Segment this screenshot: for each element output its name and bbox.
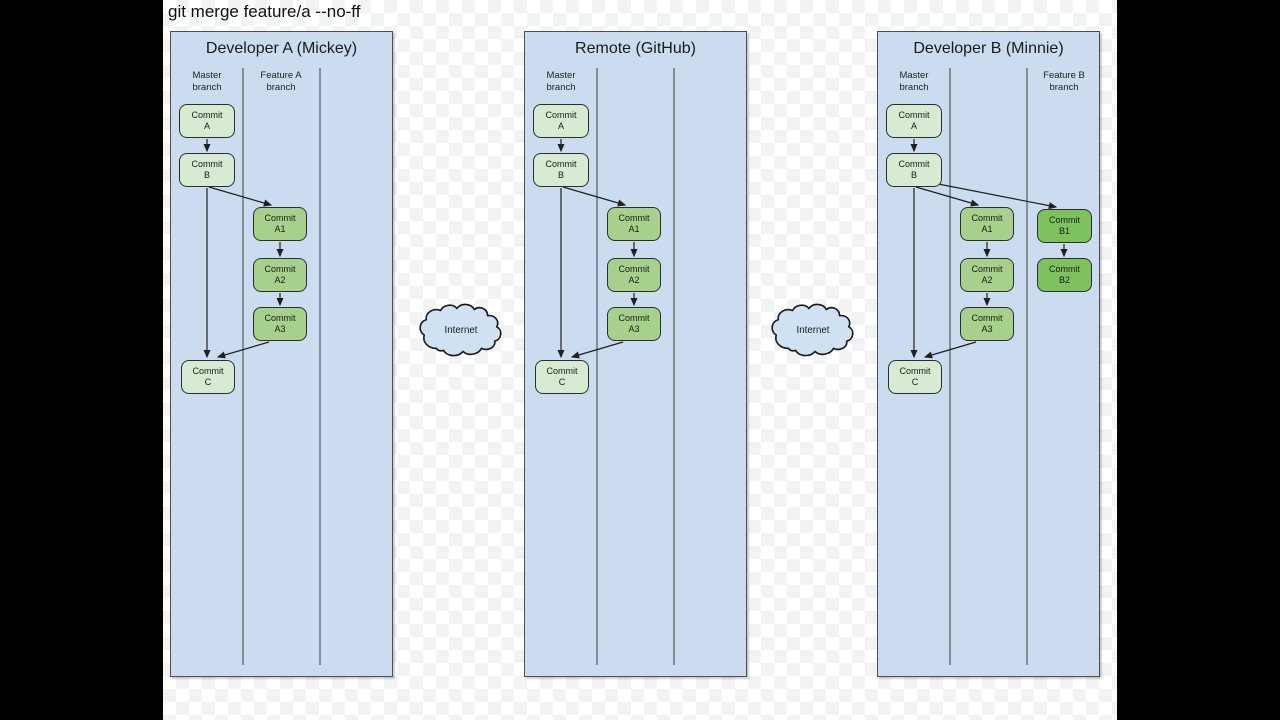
internet-cloud-icon: Internet [419,303,502,357]
commit-node-c: Commit C [181,360,235,394]
commit-arrow [570,341,624,359]
branch-label: Master branch [546,70,576,94]
cloud-label: Internet [445,325,478,336]
commit-node-b: Commit B [179,153,235,187]
commit-node-c: Commit C [535,360,589,394]
branch-label: Master branch [192,70,222,94]
panel-developer-b-minnie: Developer B (Minnie) Master branch Feature… [877,31,1100,677]
panel-graph-lines [910,68,1068,665]
commit-node-a2: Commit A2 [253,258,307,292]
branch-label: Feature B branch [1043,70,1085,94]
commit-node-a3: Commit A3 [960,307,1014,341]
internet-cloud-icon: Internet [771,303,854,357]
commit-arrow [208,186,273,207]
git-command-title: git merge feature/a --no-ff [168,2,361,21]
cloud-label: Internet [797,325,830,336]
commit-arrow [923,341,977,359]
commit-node-a: Commit A [179,104,235,138]
panel-graph-lines [557,68,675,665]
panel-title: Developer B (Minnie) [913,40,1064,57]
commit-node-a3: Commit A3 [607,307,661,341]
commit-node-b1: Commit B1 [1037,209,1092,243]
branch-label: Feature A branch [260,70,302,94]
commit-arrow [915,186,980,207]
commit-node-a3: Commit A3 [253,307,307,341]
commit-node-a1: Commit A1 [607,207,661,241]
commit-node-a1: Commit A1 [960,207,1014,241]
commit-arrow [562,186,627,207]
commit-node-b: Commit B [886,153,942,187]
commit-node-a2: Commit A2 [960,258,1014,292]
commit-arrow [216,341,270,359]
commit-node-a1: Commit A1 [253,207,307,241]
commit-node-a: Commit A [533,104,589,138]
commit-node-c: Commit C [888,360,942,394]
diagram-canvas: git merge feature/a --no-ff Developer A … [163,0,1117,720]
commit-node-b2: Commit B2 [1037,258,1092,292]
panel-developer-a-mickey: Developer A (Mickey) Master branch Feature… [170,31,393,677]
panel-graph-lines [203,68,321,665]
commit-node-a2: Commit A2 [607,258,661,292]
branch-label: Master branch [899,70,929,94]
commit-arrow [927,181,1058,210]
commit-node-a: Commit A [886,104,942,138]
commit-node-b: Commit B [533,153,589,187]
panel-title: Remote (GitHub) [575,40,696,57]
panel-title: Developer A (Mickey) [205,40,358,57]
